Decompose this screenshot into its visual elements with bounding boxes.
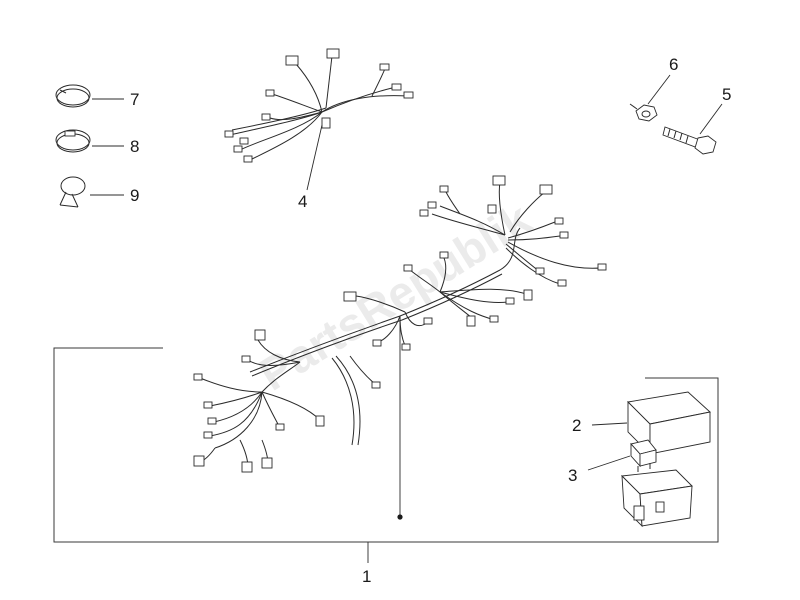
callout-2: 2: [572, 416, 581, 435]
main-wiring-harness: [193, 175, 607, 473]
fuse-holder-icon: [621, 469, 693, 528]
nut-icon: [629, 103, 658, 122]
callout-5: 5: [722, 85, 731, 104]
bolt-icon: [662, 126, 717, 155]
assembly-bracket: [53, 347, 719, 543]
secondary-wiring-harness: [224, 48, 414, 163]
leader-line-6: [647, 74, 671, 105]
callout-7: 7: [130, 90, 139, 109]
hose-clamp-icon: [55, 84, 91, 108]
callout-3: 3: [568, 466, 577, 485]
leader-line-2: [591, 422, 628, 426]
leader-line-4: [306, 124, 323, 191]
hose-clamp-icon: [55, 129, 91, 153]
callout-8: 8: [130, 137, 139, 156]
callout-4: 4: [298, 192, 307, 211]
leader-dot-1: [397, 514, 403, 520]
fuse-icon: [630, 439, 657, 472]
callout-9: 9: [130, 186, 139, 205]
leader-line-5: [699, 103, 723, 135]
leader-line-3: [587, 455, 631, 471]
watermark: PartsRepublik: [250, 192, 540, 400]
callout-6: 6: [669, 55, 678, 74]
callout-1: 1: [362, 567, 371, 586]
cable-tie-icon: [59, 176, 86, 208]
